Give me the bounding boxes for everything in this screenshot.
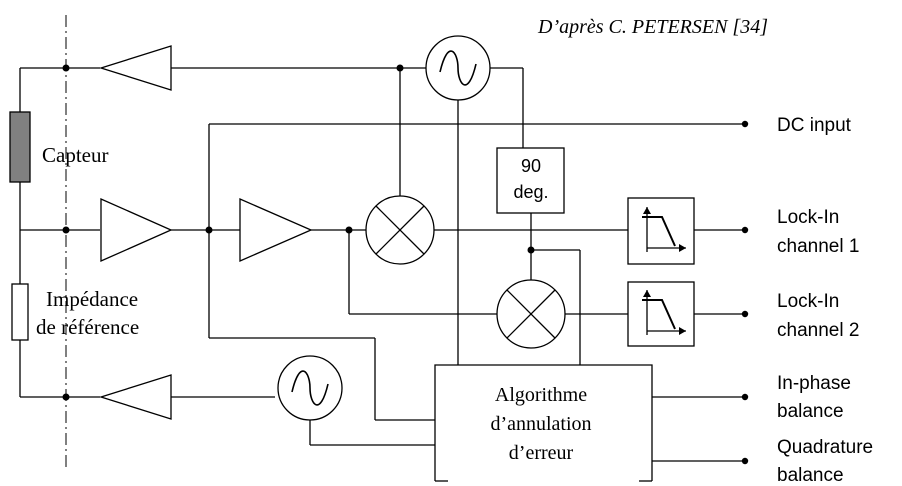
reference-impedance xyxy=(11,283,29,341)
output-lockin2-line2: channel 2 xyxy=(777,320,859,341)
reference-label-1: Impédance xyxy=(46,287,138,311)
amplifier-second xyxy=(239,198,313,262)
output-quadrature-line1: Quadrature xyxy=(777,437,873,458)
mixer-channel-2 xyxy=(496,279,566,349)
amplifier-sensor xyxy=(100,198,173,262)
oscillator-top xyxy=(425,35,491,101)
algorithm-label-1: Algorithme xyxy=(495,384,587,406)
amplifiers xyxy=(98,45,313,420)
output-lockin1-line1: Lock-In xyxy=(777,207,839,228)
phase-shifter-box xyxy=(496,147,565,214)
output-inphase-line2: balance xyxy=(777,401,844,422)
phase-shifter-label-2: deg. xyxy=(513,182,548,202)
phase-shifter-label-1: 90 xyxy=(521,156,541,176)
output-lockin2-line1: Lock-In xyxy=(777,291,839,312)
algorithm-label-3: d’erreur xyxy=(509,442,574,464)
wiring xyxy=(19,15,745,470)
junction-dots xyxy=(62,64,749,465)
lowpass-filter-2 xyxy=(627,281,695,347)
algorithm-box xyxy=(434,364,653,486)
output-inphase-line1: In-phase xyxy=(777,373,851,394)
credit-caption: D’après C. PETERSEN [34] xyxy=(537,16,768,38)
oscillator-bottom xyxy=(277,355,343,421)
amplifier-top xyxy=(98,45,172,91)
lowpass-filter-1 xyxy=(627,197,695,265)
algorithm-label-2: d’annulation xyxy=(490,413,591,435)
output-quadrature-line2: balance xyxy=(777,465,844,486)
output-lockin1-line2: channel 1 xyxy=(777,236,859,257)
amplifier-bottom xyxy=(98,374,172,420)
output-dc-input: DC input xyxy=(777,115,852,136)
reference-label-2: de référence xyxy=(36,315,139,339)
sensor-label: Capteur xyxy=(42,143,108,167)
sensor-element xyxy=(9,111,31,183)
mixer-channel-1 xyxy=(365,195,435,265)
